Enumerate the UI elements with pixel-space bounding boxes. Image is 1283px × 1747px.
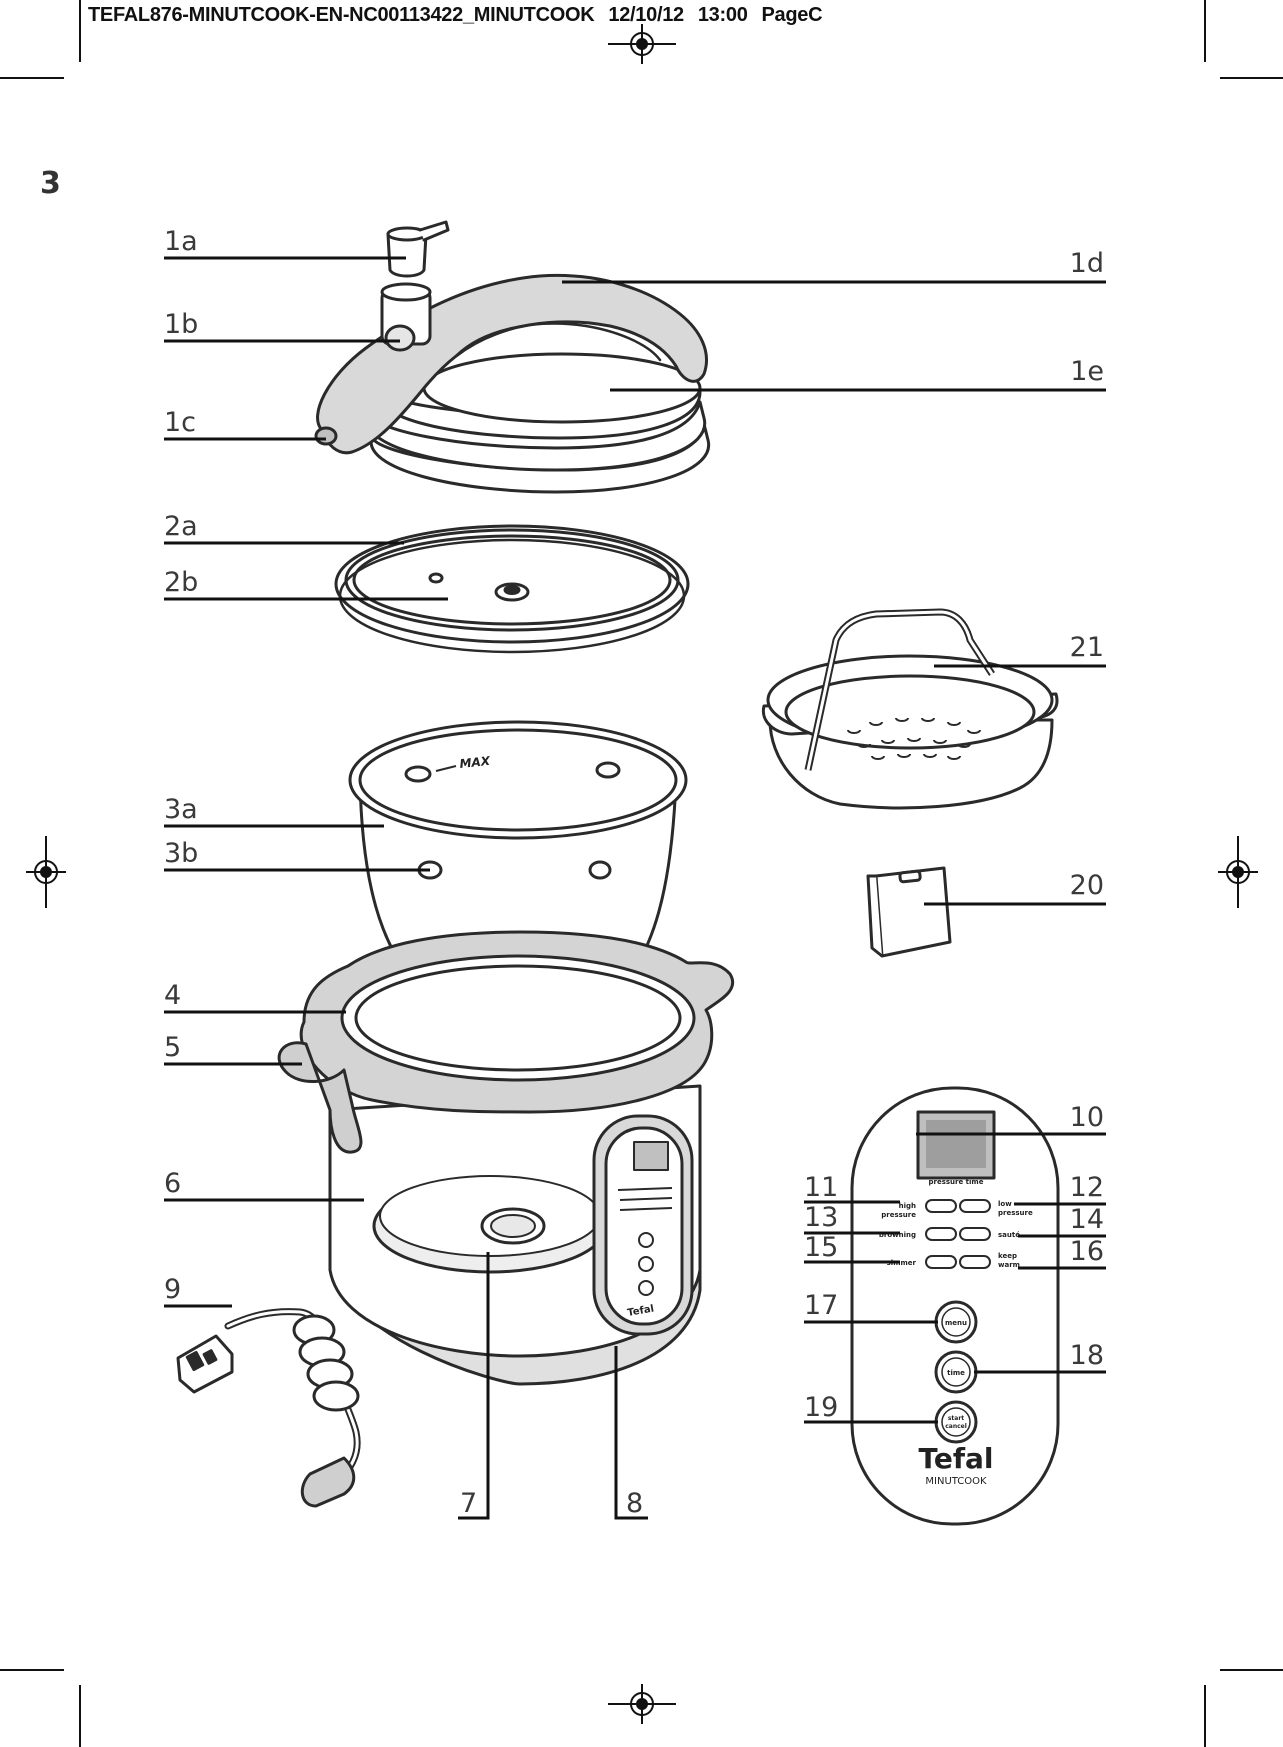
callout-8: 8: [626, 1488, 643, 1519]
warm-label-2: warm: [998, 1261, 1020, 1269]
condensation-collector: [868, 868, 950, 956]
callout-20: 20: [1070, 870, 1104, 901]
callout-4: 4: [164, 980, 181, 1011]
inner-lid: [336, 526, 688, 652]
saute-button[interactable]: [960, 1228, 990, 1240]
steam-basket: [763, 612, 1057, 808]
callout-11: 11: [804, 1172, 838, 1203]
callout-13: 13: [804, 1202, 838, 1233]
high-pressure-button[interactable]: [926, 1200, 956, 1212]
high-label-2: pressure: [881, 1211, 916, 1219]
callout-21: 21: [1070, 632, 1104, 663]
lid-assembly: [316, 222, 709, 492]
callout-3a: 3a: [164, 794, 198, 825]
cooker-body: Tefal: [279, 932, 733, 1384]
panel-brand-logo: Tefal: [918, 1442, 993, 1475]
appliance-connector: [178, 1336, 232, 1392]
browning-button[interactable]: [926, 1228, 956, 1240]
callout-17: 17: [804, 1290, 838, 1321]
keep-warm-button[interactable]: [960, 1256, 990, 1268]
time-label: time: [947, 1369, 965, 1377]
registration-mark-left: [26, 836, 66, 908]
callout-15: 15: [804, 1232, 838, 1263]
registration-mark-bottom: [608, 1684, 676, 1724]
lid-dome: [424, 354, 700, 422]
low-label-1: low: [998, 1200, 1012, 1208]
callout-6: 6: [164, 1168, 181, 1199]
callout-16: 16: [1070, 1236, 1104, 1267]
callout-2a: 2a: [164, 511, 198, 542]
wall-plug: [302, 1458, 353, 1506]
callout-12: 12: [1070, 1172, 1104, 1203]
callout-1c: 1c: [164, 407, 196, 438]
callout-1b: 1b: [164, 309, 198, 340]
callout-14: 14: [1070, 1204, 1104, 1235]
registration-mark-top: [608, 24, 676, 64]
callout-7: 7: [460, 1488, 477, 1519]
callout-18: 18: [1070, 1340, 1104, 1371]
bowl-rim: [350, 722, 686, 838]
saute-label: sauté: [998, 1231, 1020, 1239]
keep-label-1: keep: [998, 1252, 1017, 1260]
control-panel-detail: pressure time high pressure low pressure…: [852, 1088, 1058, 1524]
callout-1e: 1e: [1070, 356, 1104, 387]
callout-10: 10: [1070, 1102, 1104, 1133]
callout-3b: 3b: [164, 838, 198, 869]
low-label-2: pressure: [998, 1209, 1033, 1217]
callout-19: 19: [804, 1392, 838, 1423]
callout-1d: 1d: [1070, 248, 1104, 279]
callout-9: 9: [164, 1274, 181, 1305]
valve-button: [386, 326, 414, 350]
callout-1a: 1a: [164, 226, 198, 257]
registration-mark-right: [1218, 836, 1258, 908]
menu-label: menu: [945, 1319, 967, 1327]
callout-2b: 2b: [164, 567, 198, 598]
cancel-label: cancel: [945, 1423, 967, 1430]
simmer-button[interactable]: [926, 1256, 956, 1268]
panel-display-caption: pressure time: [929, 1178, 984, 1186]
low-pressure-button[interactable]: [960, 1200, 990, 1212]
panel-model-name: MINUTCOOK: [925, 1476, 987, 1487]
power-cord: [178, 1312, 358, 1506]
callout-5: 5: [164, 1032, 181, 1063]
high-label-1: high: [899, 1202, 916, 1210]
start-label: start: [948, 1415, 964, 1422]
